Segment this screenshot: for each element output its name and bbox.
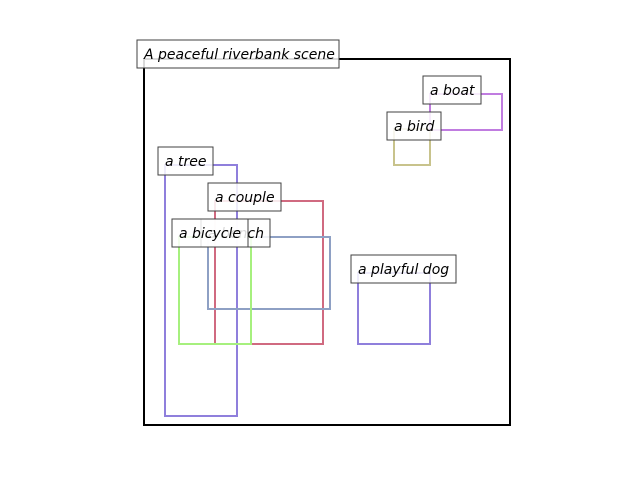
tree-label: a tree [157, 146, 214, 176]
couple-label-bg [207, 182, 282, 212]
playful-dog-box [357, 272, 431, 345]
boat-label-bg [422, 75, 482, 105]
boat-label: a boat [422, 75, 482, 105]
bird-label: a bird [386, 111, 442, 141]
couple-label: a couple [207, 182, 282, 212]
boat-label-text: a boat [430, 83, 475, 99]
tree-label-bg [157, 146, 214, 176]
title-label-bg [136, 39, 340, 69]
bicycle-label-text: a bicycle [179, 226, 241, 242]
bench-box [207, 236, 331, 310]
bicycle-label: a bicycle [171, 218, 249, 248]
tree-label-text: a tree [165, 154, 207, 170]
playful-dog-label: a playful dog [350, 254, 457, 284]
playful-dog-label-text: a playful dog [358, 262, 449, 278]
bird-label-bg [386, 111, 442, 141]
title-label: A peaceful riverbank scene [136, 39, 340, 69]
bicycle-label-bg [171, 218, 249, 248]
bird-label-text: a bird [394, 119, 435, 135]
scene-title: A peaceful riverbank scene [143, 47, 335, 63]
couple-label-text: a couple [215, 190, 275, 206]
playful-dog-label-bg [350, 254, 457, 284]
